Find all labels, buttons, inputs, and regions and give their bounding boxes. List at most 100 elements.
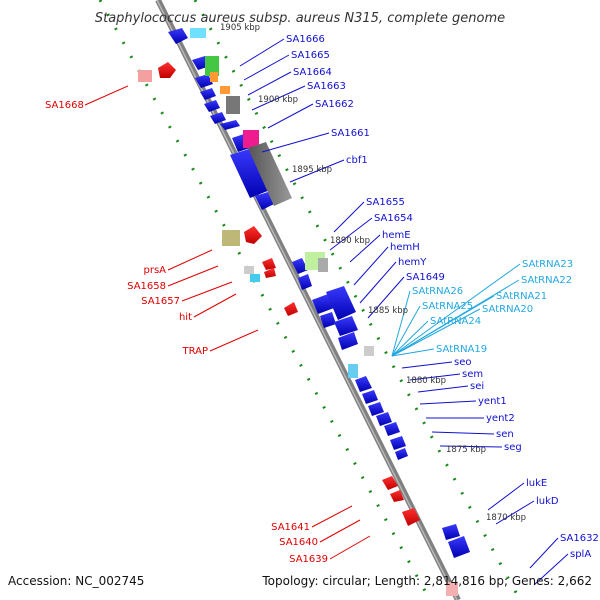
- gene-feature: [264, 268, 276, 278]
- leader-line: [311, 505, 353, 528]
- gene-label[interactable]: TRAP: [181, 346, 208, 357]
- map-title: Staphylococcus aureus subsp. aureus N315…: [95, 11, 505, 26]
- gene-feature: [318, 258, 328, 272]
- leader-line: [247, 71, 292, 96]
- genome-backbone: [155, 0, 461, 600]
- gene-feature: [312, 294, 334, 314]
- kbp-marker: 1870 kbp: [486, 513, 526, 523]
- gene-feature: [200, 88, 216, 100]
- gene-label[interactable]: SAtRNA22: [521, 275, 572, 286]
- gene-feature: [205, 56, 219, 76]
- leader-line: [84, 85, 129, 106]
- gene-feature: [395, 448, 408, 460]
- gene-label[interactable]: lukD: [536, 496, 559, 507]
- gene-feature: [210, 112, 226, 124]
- gene-label[interactable]: SA1665: [291, 50, 330, 61]
- gene-feature: [384, 422, 400, 436]
- gene-feature: [364, 346, 374, 356]
- leader-line: [495, 500, 535, 525]
- gene-feature: [168, 28, 188, 44]
- gene-label[interactable]: SA1663: [307, 81, 346, 92]
- leader-line: [167, 249, 213, 271]
- gene-label[interactable]: prsA: [143, 265, 166, 276]
- gene-label[interactable]: SA1657: [141, 296, 180, 307]
- gene-label[interactable]: SA1664: [293, 67, 332, 78]
- gene-feature: [284, 302, 298, 316]
- gene-label[interactable]: hit: [179, 312, 192, 323]
- gene-label[interactable]: hemY: [398, 257, 427, 268]
- gene-label[interactable]: SA1658: [127, 281, 166, 292]
- gene-label[interactable]: SA1640: [279, 537, 318, 548]
- gene-label[interactable]: seo: [454, 357, 471, 368]
- leader-line: [391, 295, 495, 357]
- leader-line: [409, 373, 461, 381]
- gene-label[interactable]: SAtRNA23: [522, 259, 573, 270]
- gene-feature: [382, 476, 398, 490]
- leader-line: [261, 132, 330, 153]
- gene-label[interactable]: SA1654: [374, 213, 413, 224]
- gene-label[interactable]: SA1632: [560, 533, 599, 544]
- gene-feature: [250, 274, 260, 282]
- gene-feature: [158, 62, 176, 78]
- kbp-marker: 1890 kbp: [330, 236, 370, 246]
- leader-line: [329, 535, 371, 560]
- leader-line: [319, 519, 361, 543]
- gene-label[interactable]: SAtRNA21: [496, 291, 547, 302]
- kbp-marker: 1895 kbp: [292, 165, 332, 175]
- gene-label[interactable]: cbf1: [346, 155, 368, 166]
- gene-label[interactable]: hemH: [390, 242, 420, 253]
- gene-label[interactable]: yent1: [478, 396, 507, 407]
- gene-label[interactable]: yent2: [486, 413, 515, 424]
- gene-feature: [292, 258, 308, 274]
- gene-label[interactable]: SAtRNA20: [482, 304, 533, 315]
- leader-line: [391, 290, 411, 357]
- gene-feature: [362, 390, 378, 404]
- leader-line: [487, 482, 525, 511]
- leader-line: [533, 553, 569, 586]
- leader-line: [419, 400, 477, 405]
- gene-label[interactable]: SA1661: [331, 128, 370, 139]
- gene-feature: [338, 332, 358, 350]
- leader-line: [431, 431, 495, 435]
- leader-line: [353, 246, 389, 286]
- gene-label[interactable]: SAtRNA24: [430, 316, 481, 327]
- gene-feature: [368, 402, 384, 416]
- gene-label[interactable]: SA1655: [366, 197, 405, 208]
- gene-label[interactable]: splA: [570, 549, 591, 560]
- gene-feature: [220, 86, 230, 94]
- gene-label[interactable]: SAtRNA19: [436, 344, 487, 355]
- gene-feature: [226, 96, 240, 114]
- leader-line: [439, 445, 503, 448]
- gene-feature: [222, 230, 240, 246]
- gene-label[interactable]: SA1649: [406, 272, 445, 283]
- leader-lines: [84, 38, 569, 586]
- gene-label[interactable]: sei: [470, 381, 484, 392]
- gene-label[interactable]: sen: [496, 429, 514, 440]
- gene-label[interactable]: sem: [462, 369, 483, 380]
- gene-feature: [262, 258, 276, 270]
- gene-feature: [138, 70, 152, 82]
- gene-label[interactable]: SAtRNA26: [412, 286, 463, 297]
- leader-line: [329, 217, 373, 251]
- leader-line: [193, 293, 237, 318]
- leader-line: [289, 159, 345, 183]
- leader-line: [181, 281, 233, 302]
- gene-label[interactable]: SAtRNA25: [422, 301, 473, 312]
- leader-line: [391, 320, 429, 357]
- gene-label[interactable]: SA1668: [45, 100, 84, 111]
- kbp-marker: 1880 kbp: [406, 376, 446, 386]
- gene-feature: [243, 130, 259, 148]
- kbp-marker: 1875 kbp: [446, 445, 486, 455]
- gene-label[interactable]: SA1662: [315, 99, 354, 110]
- leader-line: [267, 103, 314, 129]
- gene-label[interactable]: SA1641: [271, 522, 310, 533]
- gene-label[interactable]: SA1639: [289, 554, 328, 565]
- gene-label[interactable]: lukE: [526, 478, 547, 489]
- gene-label[interactable]: hemE: [382, 230, 411, 241]
- gene-feature: [376, 412, 392, 426]
- gene-label[interactable]: seg: [504, 442, 522, 453]
- gene-feature: [326, 286, 356, 320]
- gene-label[interactable]: SA1666: [286, 34, 325, 45]
